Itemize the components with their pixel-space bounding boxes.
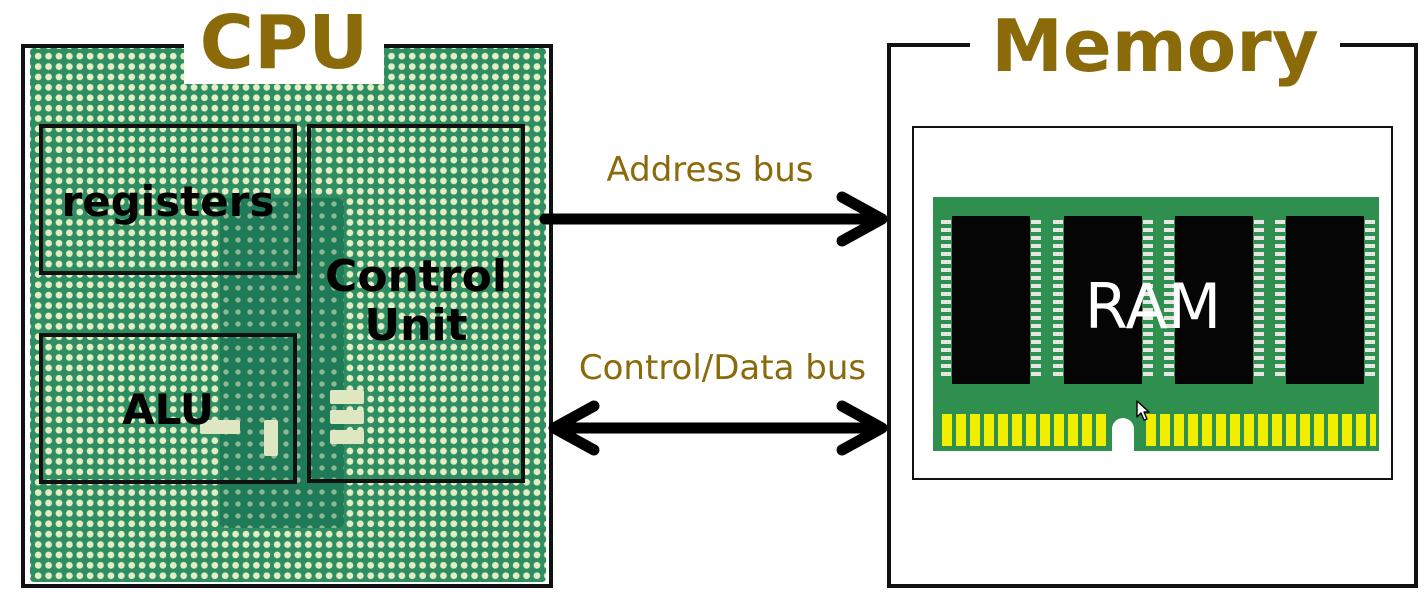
registers-box xyxy=(39,124,297,275)
ram-chip xyxy=(1286,216,1364,384)
alu-label: ALU xyxy=(122,385,214,434)
control-data-bus-label: Control/Data bus xyxy=(578,348,867,388)
address-bus-arrow xyxy=(539,191,888,247)
alu-box xyxy=(39,333,297,484)
cpu-pad xyxy=(330,410,364,424)
chip-pins xyxy=(1143,220,1153,380)
registers-label: registers xyxy=(61,177,275,226)
cpu-pad xyxy=(330,430,364,444)
chip-pins xyxy=(1275,220,1285,380)
control-unit-box xyxy=(307,124,525,483)
ram-chip xyxy=(1064,216,1142,384)
cpu-pad xyxy=(264,420,278,456)
ram-label: RAM xyxy=(1084,270,1222,343)
cpu-pad xyxy=(330,390,364,404)
gold-contacts-right xyxy=(1146,414,1376,446)
chip-pins xyxy=(1031,220,1041,380)
cpu-die xyxy=(220,198,344,528)
address-bus-label: Address bus xyxy=(606,150,814,190)
memory-title: Memory xyxy=(970,6,1340,86)
cpu-pad xyxy=(200,420,240,434)
ram-notch xyxy=(1112,418,1134,452)
ram-chip xyxy=(1175,216,1253,384)
mouse-cursor-icon xyxy=(1136,400,1150,421)
cpu-chip-image xyxy=(30,48,546,582)
chip-pins xyxy=(1053,220,1063,380)
cpu-title: CPU xyxy=(184,2,384,84)
chip-pins xyxy=(1254,220,1264,380)
ram-chip xyxy=(952,216,1030,384)
control-unit-label: Control Unit xyxy=(325,251,507,352)
gold-contacts-left xyxy=(942,414,1108,446)
chip-pins xyxy=(1164,220,1174,380)
chip-pins xyxy=(1365,220,1375,380)
control-data-bus-arrow xyxy=(548,400,888,456)
chip-pins xyxy=(941,220,951,380)
